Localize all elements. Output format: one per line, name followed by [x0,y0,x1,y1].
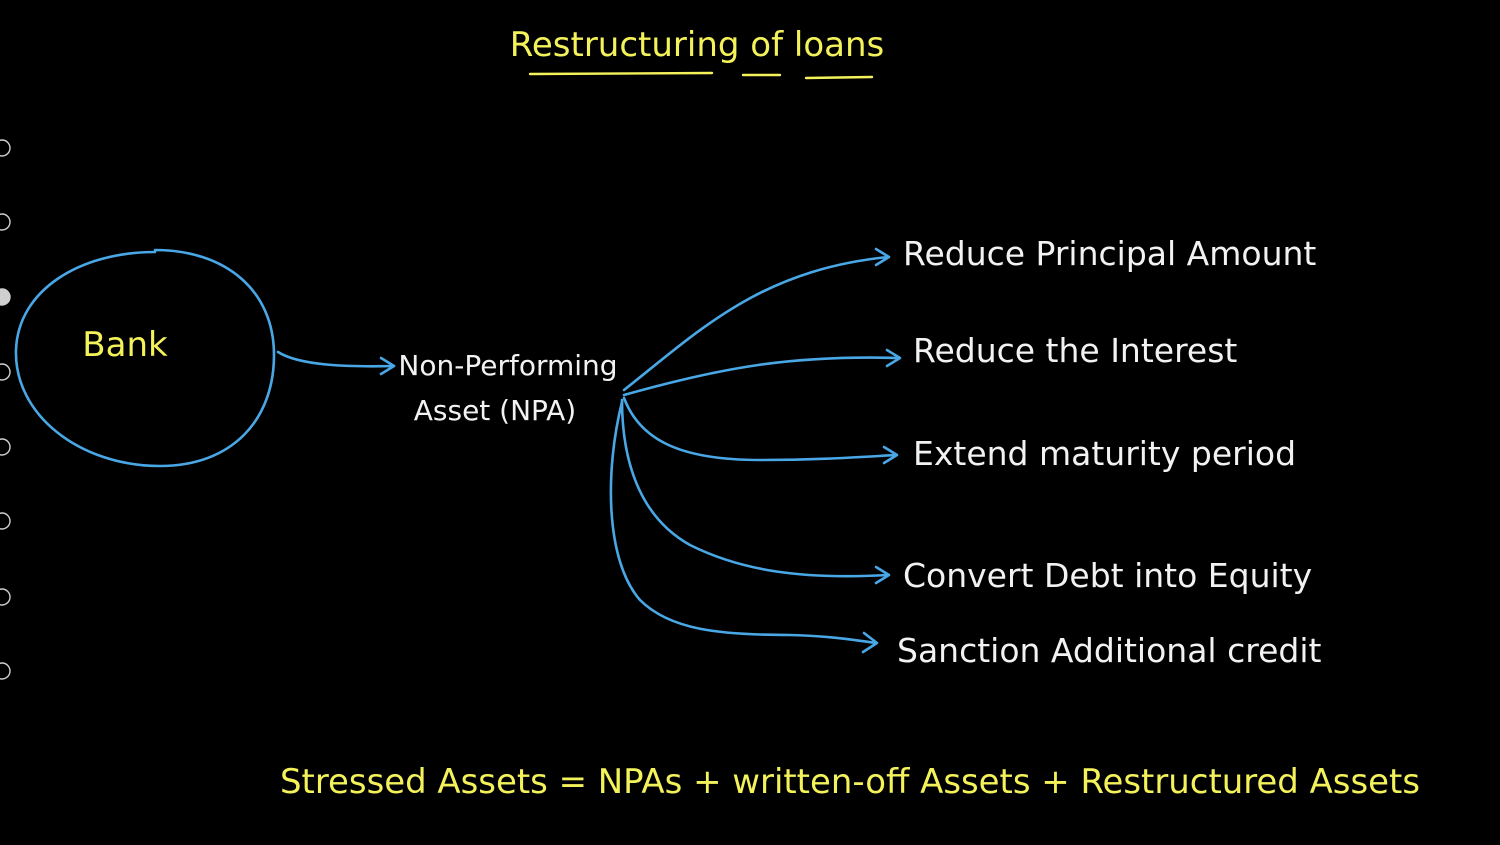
left-toolbar[interactable] [0,139,11,680]
tool-icon-4[interactable] [0,363,11,381]
arrow-to-reduce-principal [622,247,891,392]
tool-icon-8[interactable] [0,662,11,680]
tool-icon-6[interactable] [0,512,11,530]
tool-icon-3[interactable] [0,288,11,306]
stressed-assets-formula: Stressed Assets = NPAs + written-off Ass… [280,762,1420,802]
option-convert-debt: Convert Debt into Equity [903,556,1312,595]
title-underline [528,71,874,80]
npa-label-line1: Non-Performing [398,349,617,382]
option-reduce-interest: Reduce the Interest [913,331,1237,370]
option-extend-maturity: Extend maturity period [913,434,1296,473]
arrow-to-sanction-credit [609,400,879,654]
arrow-to-convert-debt [620,398,891,585]
option-sanction-credit: Sanction Additional credit [897,631,1321,670]
bank-circle [14,248,276,468]
option-reduce-principal: Reduce Principal Amount [903,234,1316,273]
arrow-to-extend-maturity [622,396,899,465]
tool-icon-2[interactable] [0,213,11,231]
bank-label: Bank [82,325,168,365]
option-arrows [609,247,902,654]
page-title: Restructuring of loans [510,25,884,65]
npa-label-line2: Asset (NPA) [414,394,576,427]
tool-icon-5[interactable] [0,438,11,456]
arrow-to-reduce-interest [622,348,902,397]
tool-icon-7[interactable] [0,588,11,606]
bank-to-npa-arrow [276,350,396,376]
tool-icon-1[interactable] [0,139,11,157]
